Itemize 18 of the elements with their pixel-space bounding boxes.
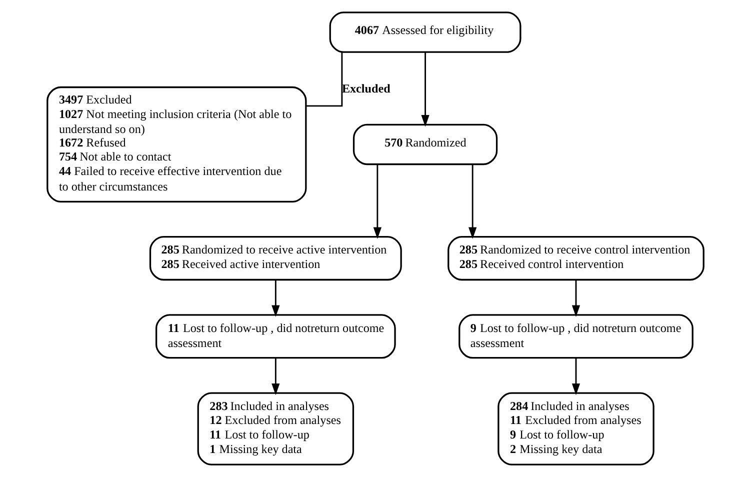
node-box: 9 Lost to follow-up , did notreturn outcome assessment <box>458 314 693 359</box>
arrow <box>420 52 429 127</box>
node-box: 283 Included in analyses 12 Excluded from analyses 11 Lost to follow-up 1 Missing key data <box>196 392 354 466</box>
node-box: 4067 Assessed for eligibility <box>328 12 521 53</box>
node-box: 570 Randomized <box>352 124 498 166</box>
node-box: 3497 Excluded 1027 Not meeting inclusion criteria (Not able to understand so on) 1672 Refused 754 Not able to contact 44 Failed to receive effective intervention due to other circumstances <box>46 86 306 202</box>
arrow <box>271 280 280 317</box>
arrow <box>571 358 580 396</box>
edge-label: Excluded <box>341 81 390 96</box>
arrow <box>571 280 580 317</box>
node-box: 285 Randomized to receive active intervention 285 Received active intervention <box>148 236 402 281</box>
arrow <box>372 164 382 239</box>
arrow <box>468 164 476 239</box>
node-box: 285 Randomized to receive control intervention 285 Received control intervention <box>447 236 704 281</box>
connector <box>306 52 342 107</box>
arrow <box>271 358 280 396</box>
node-box: 11 Lost to follow-up , did notreturn outcome assessment <box>154 314 396 359</box>
node-box: 284 Included in analyses 11 Excluded from analyses 9 Lost to follow-up 2 Missing key data <box>497 392 654 466</box>
